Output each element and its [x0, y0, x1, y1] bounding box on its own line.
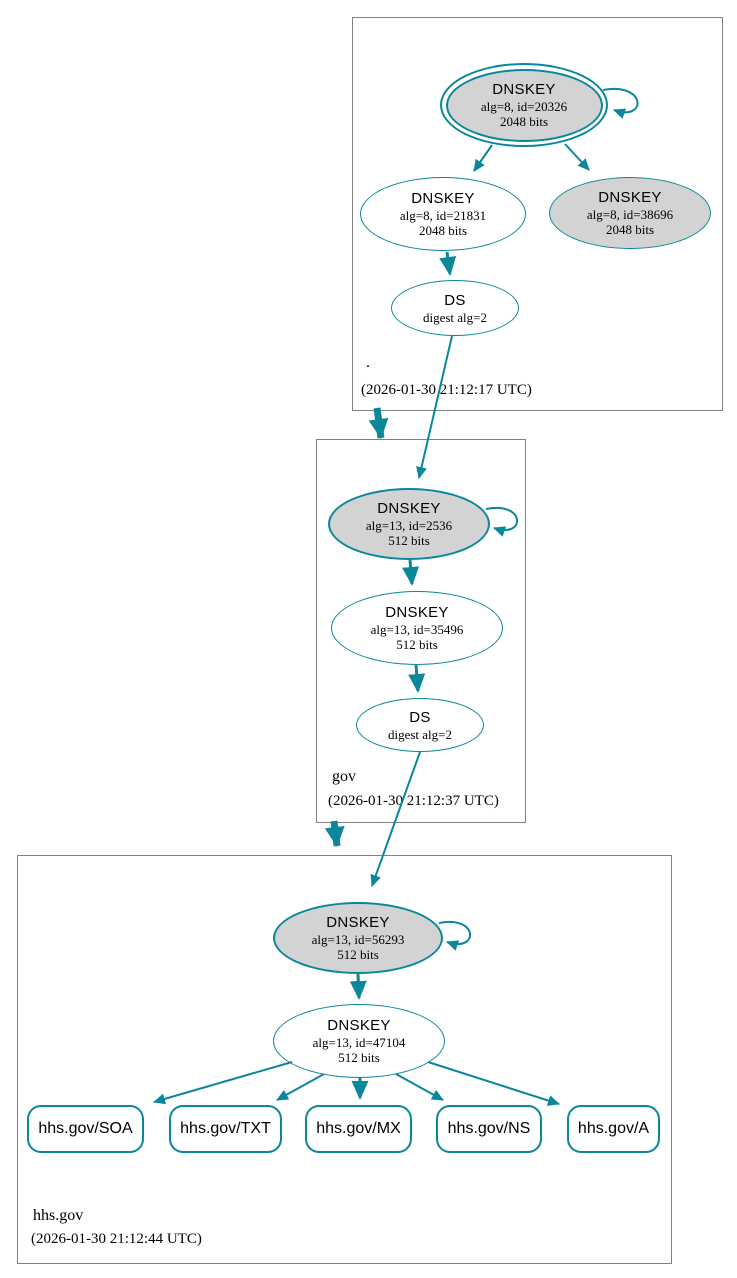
rrset-hhs-gov-ns: hhs.gov/NS — [436, 1105, 542, 1153]
node-title: DNSKEY — [327, 1017, 391, 1034]
edge-delegation-gov-to-hhs — [324, 820, 345, 847]
rrset-hhs-gov-a: hhs.gov/A — [567, 1105, 660, 1153]
node-detail: alg=13, id=47104 — [312, 1035, 406, 1050]
node-detail: alg=8, id=38696 — [586, 207, 674, 222]
dnskey-ksk-2536: DNSKEY alg=13, id=2536 512 bits — [328, 488, 490, 560]
node-detail: digest alg=2 — [422, 309, 488, 325]
node-title: DNSKEY — [492, 81, 556, 98]
node-detail: digest alg=2 — [387, 726, 453, 742]
node-title: DS — [409, 708, 431, 726]
node-bits: 512 bits — [337, 947, 379, 962]
zone-timestamp-root: (2026-01-30 21:12:17 UTC) — [361, 382, 532, 398]
zone-timestamp-hhs-gov: (2026-01-30 21:12:44 UTC) — [31, 1231, 202, 1247]
zone-box-root — [352, 17, 723, 411]
dnskey-zsk-47104: DNSKEY alg=13, id=47104 512 bits — [273, 1004, 445, 1078]
node-bits: 2048 bits — [605, 222, 655, 237]
edge-delegation-root-to-gov — [368, 407, 389, 439]
node-title: DS — [444, 291, 466, 309]
node-title: DNSKEY — [377, 500, 441, 517]
node-bits: 2048 bits — [499, 114, 549, 129]
dnskey-sep-38696: DNSKEY alg=8, id=38696 2048 bits — [549, 177, 711, 249]
node-title: DNSKEY — [411, 190, 475, 207]
dnskey-ksk-20326-inner: DNSKEY alg=8, id=20326 2048 bits — [445, 68, 603, 142]
node-title: DNSKEY — [326, 914, 390, 931]
node-detail: alg=8, id=20326 — [480, 99, 568, 114]
zone-label-gov: gov — [332, 768, 356, 785]
zone-label-root: . — [366, 354, 370, 371]
node-title: DNSKEY — [385, 604, 449, 621]
node-bits: 512 bits — [388, 533, 430, 548]
zone-timestamp-gov: (2026-01-30 21:12:37 UTC) — [328, 793, 499, 809]
zone-box-hhs-gov — [17, 855, 672, 1264]
dnskey-ksk-56293: DNSKEY alg=13, id=56293 512 bits — [273, 902, 443, 974]
node-title: DNSKEY — [598, 189, 662, 206]
dnskey-zsk-35496: DNSKEY alg=13, id=35496 512 bits — [331, 591, 503, 665]
dnskey-ksk-20326-trust-anchor: DNSKEY alg=8, id=20326 2048 bits — [440, 63, 608, 147]
node-detail: alg=13, id=56293 — [311, 932, 405, 947]
ds-gov-hhs: DS digest alg=2 — [356, 698, 484, 752]
rrset-hhs-gov-mx: hhs.gov/MX — [305, 1105, 412, 1153]
ds-root-gov: DS digest alg=2 — [391, 280, 519, 336]
dnskey-zsk-21831: DNSKEY alg=8, id=21831 2048 bits — [360, 177, 526, 251]
node-detail: alg=8, id=21831 — [399, 208, 487, 223]
node-detail: alg=13, id=2536 — [365, 518, 453, 533]
node-bits: 2048 bits — [418, 223, 468, 238]
zone-label-hhs-gov: hhs.gov — [33, 1207, 84, 1224]
node-bits: 512 bits — [396, 637, 438, 652]
node-bits: 512 bits — [338, 1050, 380, 1065]
rrset-hhs-gov-soa: hhs.gov/SOA — [27, 1105, 144, 1153]
node-detail: alg=13, id=35496 — [370, 622, 464, 637]
rrset-hhs-gov-txt: hhs.gov/TXT — [169, 1105, 282, 1153]
